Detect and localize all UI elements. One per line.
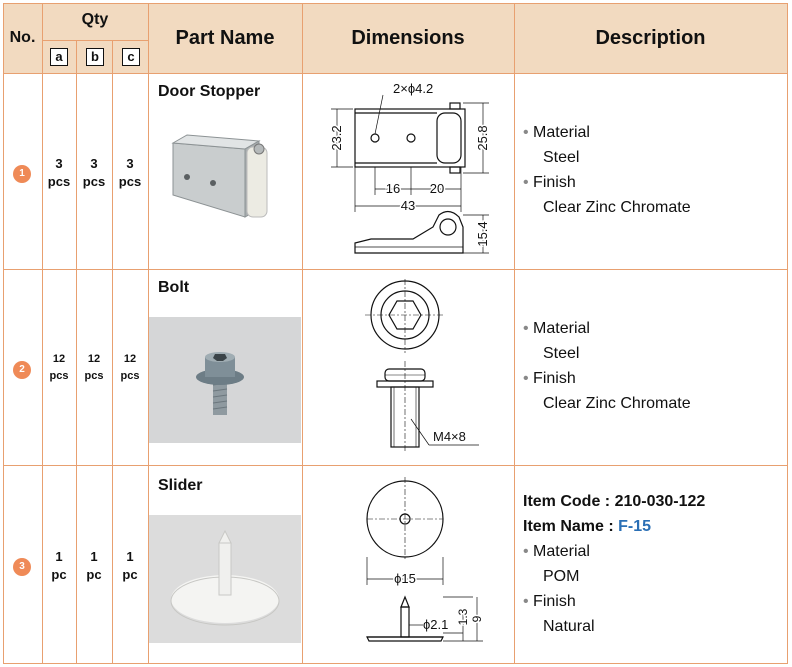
header-qty: Qty [81,11,109,28]
material-value: Steel [543,345,580,362]
header-dimensions: Dimensions [351,27,465,49]
finish-label: Finish [533,370,576,387]
header-no: No. [9,29,36,46]
finish-value: Clear Zinc Chromate [543,199,691,216]
item-code: Item Code : 210-030-122 [523,493,706,510]
item-name-value: F-15 [618,518,652,535]
dim-width-20-label: 20 [430,181,444,196]
row-number-2: 2 [13,361,31,379]
dim-height-15-4-label: 15.4 [475,221,490,246]
dim-diameter-15-label: ϕ15 [394,571,416,586]
dim-pin-diameter-label: ϕ2.1 [423,617,448,632]
qty-col-c: c [122,48,140,66]
row-number-1: 1 [13,165,31,183]
slider-photo [149,515,301,643]
bolt-photo [149,317,301,443]
dim-height-9-label: 9 [470,615,484,622]
material-value: POM [543,568,580,585]
description-bolt: • Material Steel • Finish Clear Zinc Chr… [523,316,691,416]
dim-height-23-2-label: 23.2 [329,125,344,150]
door-stopper-photo [171,134,268,218]
parts-table: No. Qty a b c Part Name Dimensions Descr… [3,3,788,664]
qty-col-a: a [50,48,68,66]
item-name: Item Name : F-15 [523,518,652,535]
finish-label: Finish [533,174,576,191]
description-door-stopper: • Material Steel • Finish Clear Zinc Chr… [523,120,691,220]
part-name-door-stopper: Door Stopper [158,83,261,100]
description-slider: Item Code : 210-030-122 Item Name : F-15… [523,489,705,639]
part-name-slider: Slider [158,477,203,494]
dim-width-16-label: 16 [386,181,400,196]
part-name-bolt: Bolt [158,279,190,296]
bolt-drawing: M4×8 [365,279,479,451]
material-label: Material [533,124,590,141]
material-label: Material [533,543,590,560]
dim-width-43-label: 43 [401,198,415,213]
row-number-3: 3 [13,558,31,576]
finish-value: Natural [543,618,595,635]
door-stopper-drawing: 2×ϕ4.2 23.2 25.8 16 20 43 15.4 [328,81,492,254]
qty-col-b: b [86,48,104,66]
header-part-name: Part Name [175,27,275,49]
material-label: Material [533,320,590,337]
header-description: Description [595,27,706,49]
finish-label: Finish [533,593,576,610]
dim-thread-label: M4×8 [433,429,466,444]
material-value: Steel [543,149,580,166]
dim-holes-label: 2×ϕ4.2 [393,81,433,96]
finish-value: Clear Zinc Chromate [543,395,691,412]
dim-height-1-3-label: 1.3 [456,608,470,625]
dim-height-25-8-label: 25.8 [475,125,490,150]
slider-drawing: ϕ15 ϕ2.1 1.3 9 [366,477,486,642]
